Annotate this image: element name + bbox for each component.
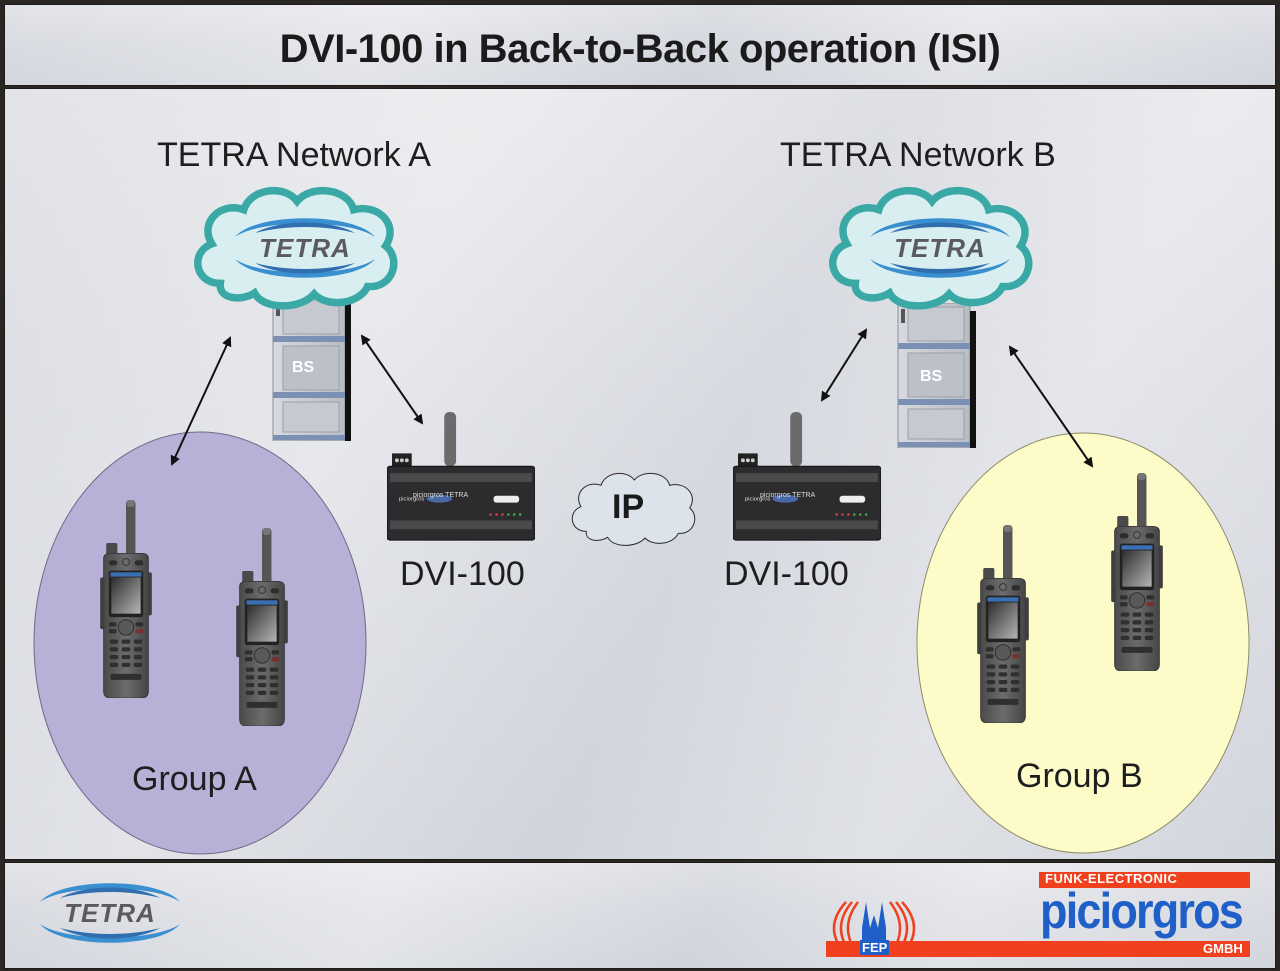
base-station-a-label: BS <box>292 359 315 376</box>
network-b-label: TETRA Network B <box>780 136 1056 174</box>
piciorgros-logo <box>826 872 1250 957</box>
company-top-text: FUNK-ELECTRONIC <box>1045 871 1178 886</box>
dvi-100-a-label: DVI-100 <box>400 555 525 593</box>
dvi-100-b-brand: piciorgros TETRA <box>760 492 816 499</box>
company-bottom-text: GMBH <box>1203 941 1243 956</box>
dvi-100-b-device-icon <box>733 412 881 541</box>
tetra-cloud-b-icon <box>833 191 1029 306</box>
title-panel: DVI-100 in Back-to-Back operation (ISI) <box>4 4 1276 86</box>
ip-cloud-label: IP <box>612 488 645 526</box>
dvi-100-b-label: DVI-100 <box>724 555 849 593</box>
slide-title: DVI-100 in Back-to-Back operation (ISI) <box>279 27 1001 71</box>
link-arrow-bs-a-group-a <box>170 336 232 466</box>
link-arrow-bs-a-dvi-a <box>360 334 424 425</box>
base-station-b-label: BS <box>920 368 943 385</box>
tetra-cloud-a-icon <box>198 191 394 306</box>
group-b-label: Group B <box>1016 757 1143 795</box>
link-arrow-dvi-b-bs-b <box>820 328 868 402</box>
company-name: piciorgros <box>1040 883 1244 939</box>
footer-tetra-logo <box>40 883 180 943</box>
dvi-100-a-device-icon <box>387 412 535 541</box>
link-arrow-bs-b-group-b <box>1008 345 1094 468</box>
dvi-100-a-brand: piciorgros TETRA <box>413 492 469 499</box>
network-a-label: TETRA Network A <box>157 136 431 174</box>
group-a-label: Group A <box>132 760 257 798</box>
company-emblem-text: FEP <box>860 940 890 955</box>
